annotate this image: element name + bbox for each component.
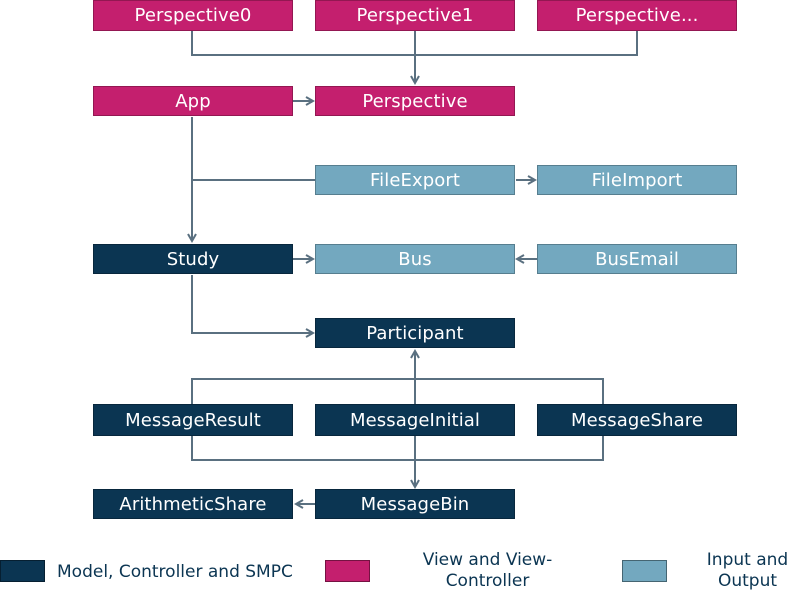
messageresult-node: MessageResult xyxy=(93,404,293,436)
study-node: Study xyxy=(93,244,293,274)
messages-to-participant-line xyxy=(191,378,604,404)
messages-to-messagebin-line xyxy=(191,436,604,461)
messageinitial-node: MessageInitial xyxy=(315,404,515,436)
bus-node: Bus xyxy=(315,244,515,274)
legend-io-swatch xyxy=(622,560,667,582)
legend-io-label: Input and Output xyxy=(695,550,788,592)
perspective1-node: Perspective1 xyxy=(315,0,515,31)
arithmeticshare-node: ArithmeticShare xyxy=(93,489,293,519)
fileimport-node: FileImport xyxy=(537,165,737,195)
perspective0-node: Perspective0 xyxy=(93,0,293,31)
legend-view-label-line2: Controller xyxy=(445,571,530,591)
legend-model-swatch xyxy=(0,560,45,582)
messageshare-node: MessageShare xyxy=(537,404,737,436)
perspective-more-node: Perspective... xyxy=(537,0,737,31)
perspective-node: Perspective xyxy=(315,86,515,116)
legend-view-label: View and View- Controller xyxy=(400,550,575,592)
legend-view-label-line1: View and View- xyxy=(422,550,553,570)
legend-io-label-line2: Output xyxy=(717,571,778,591)
legend-model-label: Model, Controller and SMPC xyxy=(57,562,293,582)
participant-node: Participant xyxy=(315,318,515,348)
study-to-participant-arrow xyxy=(191,275,313,333)
messagebin-node: MessageBin xyxy=(315,489,515,519)
legend-view-swatch xyxy=(325,560,370,582)
fileexport-node: FileExport xyxy=(315,165,515,195)
legend-io-label-line1: Input and xyxy=(706,550,788,570)
busemail-node: BusEmail xyxy=(537,244,737,274)
app-node: App xyxy=(93,86,293,116)
